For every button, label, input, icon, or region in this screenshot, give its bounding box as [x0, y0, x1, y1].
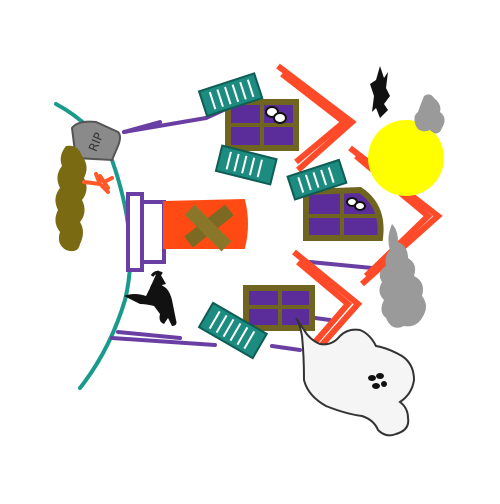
ghost-eyes: [368, 373, 387, 389]
window-top: [225, 99, 299, 151]
cloud-icon: [414, 94, 445, 134]
boarded-door: [163, 198, 248, 252]
door-frame: [126, 192, 166, 272]
shutters: [197, 72, 348, 360]
tombstone-text: RIP: [86, 131, 106, 154]
bat-icon: [370, 66, 390, 118]
window-bottom: [243, 285, 315, 331]
zombie-hand-icon: [82, 172, 114, 194]
ghost-icon: [295, 317, 416, 437]
moon-icon: [368, 120, 444, 196]
cloud-icon: [379, 224, 426, 328]
black-cat-icon: [124, 270, 177, 326]
bush-icon: [55, 145, 87, 252]
window-middle: [303, 186, 384, 241]
tombstone-icon: RIP: [70, 120, 121, 162]
